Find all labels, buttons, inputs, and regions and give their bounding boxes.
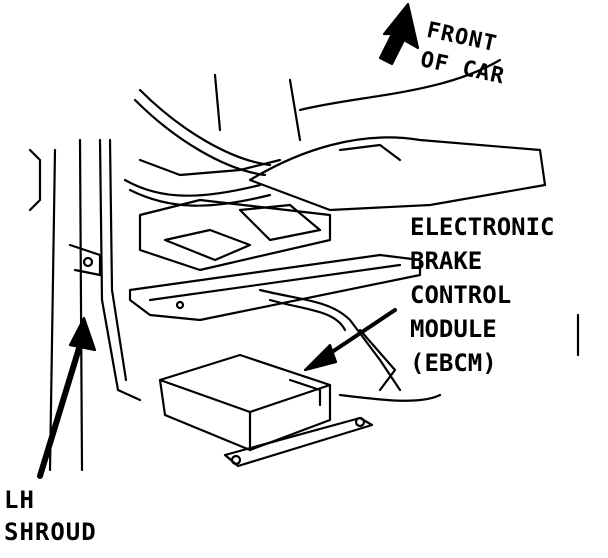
floor-pan — [138, 136, 547, 272]
ebcm-label: ELECTRONIC BRAKE CONTROL MODULE (EBCM) — [410, 210, 555, 380]
shroud-label-line-2: SHROUD — [4, 518, 97, 546]
ebcm-label-line-2: BRAKE — [410, 247, 483, 275]
ebcm-leader-arrow — [303, 308, 397, 372]
ebcm-module — [158, 353, 332, 452]
mounting-rail — [128, 253, 422, 322]
ebcm-label-line-4: MODULE — [410, 315, 497, 343]
shroud-label-line-1: LH — [4, 486, 35, 514]
wiring-harness — [123, 58, 502, 207]
ebcm-label-line-5: (EBCM) — [410, 349, 497, 377]
ebcm-label-line-1: ELECTRONIC — [410, 213, 555, 241]
front-direction-arrow — [378, 2, 420, 66]
ebcm-bracket — [223, 416, 374, 468]
ebcm-cable — [258, 288, 442, 402]
lh-shroud-label: LH SHROUD — [4, 484, 97, 548]
lh-shroud-panel — [28, 138, 142, 472]
shroud-leader-arrow — [37, 316, 97, 479]
ebcm-label-line-3: CONTROL — [410, 281, 512, 309]
